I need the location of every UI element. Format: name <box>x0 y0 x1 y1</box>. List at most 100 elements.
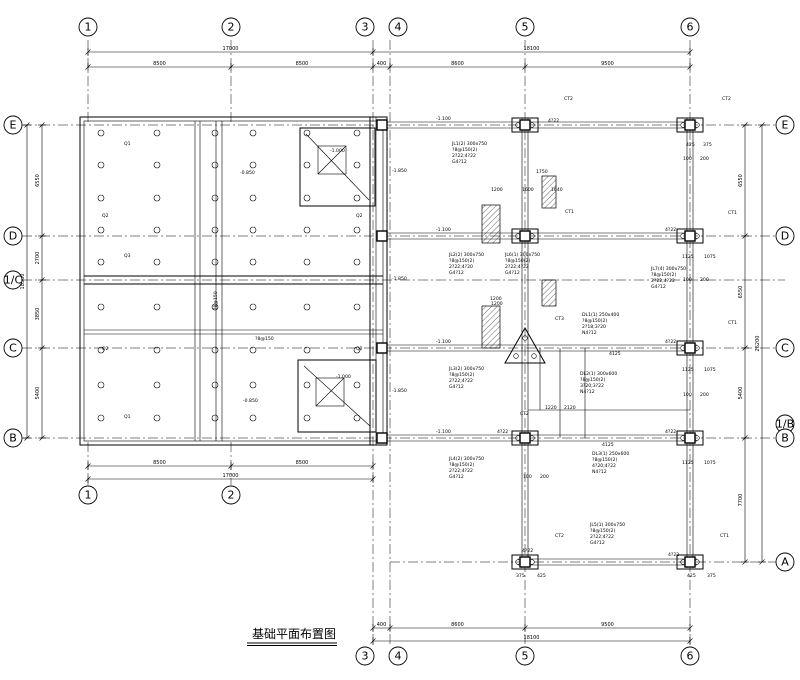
beam-note-line: 2?22;4?22 <box>590 534 614 540</box>
column <box>684 556 696 568</box>
pile-circle <box>680 233 686 239</box>
axis-bubble-label: 2 <box>228 21 235 34</box>
axis-bubble-circle <box>775 226 795 246</box>
dimension-text: 6550 <box>35 174 41 187</box>
dimension-text: 26200 <box>755 336 761 352</box>
column <box>684 230 696 242</box>
pile-circle <box>680 559 686 565</box>
slab-label: Q2 <box>102 213 109 219</box>
axis-bubble-circle <box>775 552 795 572</box>
pile-circle <box>694 345 700 351</box>
title-text: 基础平面布置图 <box>252 627 336 641</box>
pile-cap <box>511 554 539 570</box>
axis-bubble-top: 3 <box>355 17 375 37</box>
beam-note-line: DL3(1) 250x600 <box>592 451 629 457</box>
pile-circle <box>97 161 105 169</box>
axis-bubble-right: E <box>775 115 795 135</box>
pile-circle <box>153 346 161 354</box>
axis-bubble-circle <box>3 270 23 290</box>
misc-dimension: 4?22 <box>665 227 676 233</box>
cap-label: CT3 <box>555 316 564 322</box>
slab-label: Q3 <box>124 253 131 259</box>
pile-cap <box>676 554 704 570</box>
misc-dimension: 100 <box>683 277 692 283</box>
cap-label: CT1 <box>728 320 737 326</box>
dimension-text: 8600 <box>451 61 464 67</box>
column <box>519 230 531 242</box>
pile-circle <box>249 194 257 202</box>
elevation-label: -1.000 <box>330 148 345 154</box>
misc-dimension: 100 <box>523 474 532 480</box>
slab-label: Q2 <box>356 213 363 219</box>
pit-diagonal <box>317 145 347 175</box>
beam-note-line: JL1(2) 300x750 <box>451 141 487 147</box>
pile-circle <box>694 435 700 441</box>
pile-circle <box>680 345 686 351</box>
axis-bubble-label: 6 <box>687 21 694 34</box>
dimension-text: 3850 <box>35 308 41 321</box>
pile-circle <box>529 122 535 128</box>
beam-note-line: 2?22;4?22 <box>449 378 473 384</box>
pile-circle <box>680 435 686 441</box>
pit-diagonal <box>303 365 371 427</box>
beam-note-line: G4?12 <box>505 270 520 276</box>
elevation-label: -0.850 <box>240 170 255 176</box>
dimension-text: 18500 <box>20 274 26 290</box>
column <box>376 119 388 131</box>
column <box>376 432 388 444</box>
misc-dimension: 1600 <box>522 187 534 193</box>
pile-circle <box>153 303 161 311</box>
axis-bubble-label: E <box>782 119 789 132</box>
pile-circle <box>249 414 257 422</box>
misc-dimension: 425 <box>686 142 695 148</box>
column <box>376 230 388 242</box>
axis-bubble-circle <box>355 17 375 37</box>
dimension-text: 8500 <box>296 460 309 466</box>
axis-bubble-circle <box>78 17 98 37</box>
axis-bubble-bottom: 5 <box>515 646 535 666</box>
raft-outline <box>79 116 388 446</box>
pile-circle <box>531 353 537 359</box>
pile-circle <box>97 414 105 422</box>
axis-bubble-label: 3 <box>362 21 369 34</box>
axis-bubble-top: 6 <box>680 17 700 37</box>
pile-circle <box>97 346 105 354</box>
pile-cap <box>676 117 704 133</box>
axis-bubble-top: 4 <box>388 17 408 37</box>
misc-dimension: 375 <box>516 573 525 579</box>
column <box>519 119 531 131</box>
misc-dimension: 200 <box>700 156 709 162</box>
pit-diagonal <box>315 377 345 407</box>
pile-circles <box>97 122 700 565</box>
axis-bubble-label: 4 <box>395 21 402 34</box>
dimension-text: 8500 <box>153 61 166 67</box>
beam-note-line: ?8@150(2) <box>449 258 474 264</box>
axis-bubble-bottom: 3 <box>355 646 375 666</box>
elevation-label: -1.000 <box>336 374 351 380</box>
dimension-text: 9500 <box>601 61 614 67</box>
beam-note-line: JL6(1) 300x750 <box>504 252 540 258</box>
pit-outline <box>297 359 377 433</box>
misc-dimension: 1075 <box>704 367 716 373</box>
pile-circle <box>515 559 521 565</box>
axis-bubble-circle <box>515 646 535 666</box>
dimension-text: 5400 <box>738 387 744 400</box>
beam-note-line: ?8@150(2) <box>651 272 676 278</box>
beam-note-line: N4?12 <box>582 330 597 336</box>
dimension-text: 9500 <box>601 622 614 628</box>
pit-inner <box>315 377 345 407</box>
beam-note-line: G4?12 <box>651 284 666 290</box>
pile-cap <box>511 228 539 244</box>
misc-dimension: 200 <box>700 277 709 283</box>
axis-bubble-circle <box>775 428 795 448</box>
pile-circle <box>303 346 311 354</box>
axis-bubble-right: A <box>775 552 795 572</box>
misc-dimension: 4?22 <box>522 548 533 554</box>
structural-lines <box>79 116 704 570</box>
pile-circle <box>353 414 361 422</box>
pile-circle <box>211 129 219 137</box>
